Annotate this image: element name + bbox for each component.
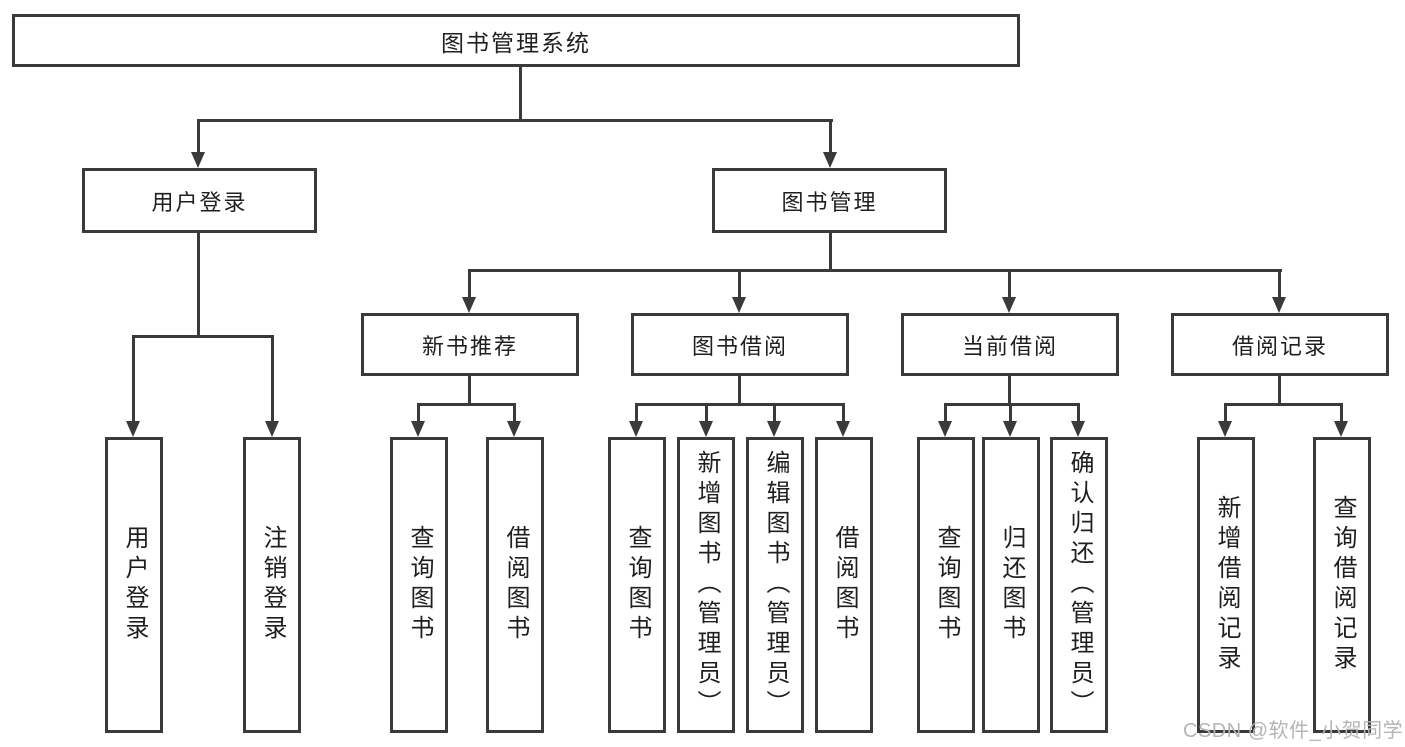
arrow-down-book-management [823, 152, 837, 168]
connector-stub-br-query [1340, 403, 1343, 423]
arrow-down-current-borrow [1002, 297, 1016, 313]
connector-borrow-records-trunk [1278, 376, 1281, 405]
connector-level3-hline [468, 269, 1282, 272]
leaf-cb-query-book-label: 查询图书 [933, 525, 960, 645]
node-current-borrow: 当前借阅 [901, 313, 1119, 376]
leaf-br-add-record-label: 新增借阅记录 [1213, 495, 1240, 675]
connector-stub-book-management [829, 119, 832, 153]
connector-current-borrow-trunk [1008, 376, 1011, 405]
leaf-bb-edit-book-admin: 编辑图书（管理员） [746, 437, 804, 733]
arrow-down-borrow-records [1272, 297, 1286, 313]
connector-stub-cb-query [944, 403, 947, 423]
leaf-bb-borrow-book-label: 借阅图书 [831, 525, 858, 645]
leaf-logout: 注销登录 [243, 437, 301, 733]
leaf-bb-query-book: 查询图书 [608, 437, 666, 733]
connector-level2-hline [197, 119, 833, 122]
arrow-down-bb-add [699, 421, 713, 437]
arrow-down-br-add [1218, 421, 1232, 437]
connector-stub-nb-borrow [513, 403, 516, 423]
connector-book-management-trunk [829, 233, 832, 271]
arrow-down-bb-edit [767, 421, 781, 437]
leaf-bb-edit-book-admin-label: 编辑图书（管理员） [762, 450, 789, 720]
leaf-user-login-label: 用户登录 [121, 525, 148, 645]
connector-stub-book-borrow [738, 269, 741, 298]
arrow-down-cb-query [938, 421, 952, 437]
leaf-cb-confirm-return-admin-label: 确认归还（管理员） [1066, 450, 1093, 720]
node-borrow-records: 借阅记录 [1171, 313, 1389, 376]
leaf-bb-add-book-admin: 新增图书（管理员） [677, 437, 735, 733]
connector-user-login-trunk [197, 233, 200, 337]
leaf-nb-borrow-book: 借阅图书 [486, 437, 544, 733]
arrow-down-br-query [1334, 421, 1348, 437]
connector-stub-cb-confirm [1077, 403, 1080, 423]
leaf-bb-query-book-label: 查询图书 [624, 525, 651, 645]
connector-stub-bb-borrow [842, 403, 845, 423]
arrow-down-nb-query [411, 421, 425, 437]
connector-stub-logout-leaf [271, 335, 274, 422]
arrow-down-logout-leaf [265, 421, 279, 437]
arrow-down-bb-borrow [836, 421, 850, 437]
connector-stub-new-book [468, 269, 471, 298]
connector-stub-bb-edit [773, 403, 776, 423]
arrow-down-new-book [462, 297, 476, 313]
arrow-down-cb-confirm [1071, 421, 1085, 437]
csdn-watermark: CSDN @软件_小贺同学 [1183, 720, 1404, 742]
arrow-down-cb-return [1003, 421, 1017, 437]
connector-stub-login-leaf [132, 335, 135, 422]
connector-root-trunk [519, 67, 522, 120]
node-book-management: 图书管理 [712, 168, 947, 233]
arrow-down-user-login [191, 152, 205, 168]
arrow-down-book-borrow [732, 297, 746, 313]
connector-borrow-records-hline [1224, 403, 1343, 406]
node-new-book-recommend: 新书推荐 [361, 313, 579, 376]
arrow-down-bb-query [629, 421, 643, 437]
node-library-system: 图书管理系统 [12, 14, 1020, 67]
connector-book-borrow-trunk [738, 376, 741, 405]
connector-user-login-hline [132, 335, 274, 338]
connector-current-borrow-hline [944, 403, 1080, 406]
connector-stub-bb-query [635, 403, 638, 423]
connector-stub-current-borrow [1008, 269, 1011, 298]
connector-stub-user-login [197, 119, 200, 153]
connector-new-book-hline [417, 403, 516, 406]
leaf-nb-query-book-label: 查询图书 [406, 525, 433, 645]
node-book-borrow: 图书借阅 [631, 313, 849, 376]
leaf-bb-add-book-admin-label: 新增图书（管理员） [693, 450, 720, 720]
leaf-br-query-record: 查询借阅记录 [1313, 437, 1371, 733]
connector-stub-bb-add [705, 403, 708, 423]
arrow-down-nb-borrow [507, 421, 521, 437]
connector-stub-borrow-records [1278, 269, 1281, 298]
connector-stub-br-add [1224, 403, 1227, 423]
leaf-nb-borrow-book-label: 借阅图书 [502, 525, 529, 645]
leaf-logout-label: 注销登录 [259, 525, 286, 645]
arrow-down-login-leaf [126, 421, 140, 437]
connector-new-book-trunk [468, 376, 471, 405]
leaf-bb-borrow-book: 借阅图书 [815, 437, 873, 733]
leaf-cb-query-book: 查询图书 [917, 437, 975, 733]
leaf-cb-confirm-return-admin: 确认归还（管理员） [1050, 437, 1108, 733]
leaf-br-query-record-label: 查询借阅记录 [1329, 495, 1356, 675]
leaf-cb-return-book: 归还图书 [982, 437, 1040, 733]
leaf-user-login: 用户登录 [105, 437, 163, 733]
connector-stub-nb-query [417, 403, 420, 423]
leaf-cb-return-book-label: 归还图书 [998, 525, 1025, 645]
connector-stub-cb-return [1009, 403, 1012, 423]
leaf-br-add-record: 新增借阅记录 [1197, 437, 1255, 733]
node-user-login-branch: 用户登录 [82, 168, 317, 233]
connector-book-borrow-hline [635, 403, 845, 406]
leaf-nb-query-book: 查询图书 [390, 437, 448, 733]
